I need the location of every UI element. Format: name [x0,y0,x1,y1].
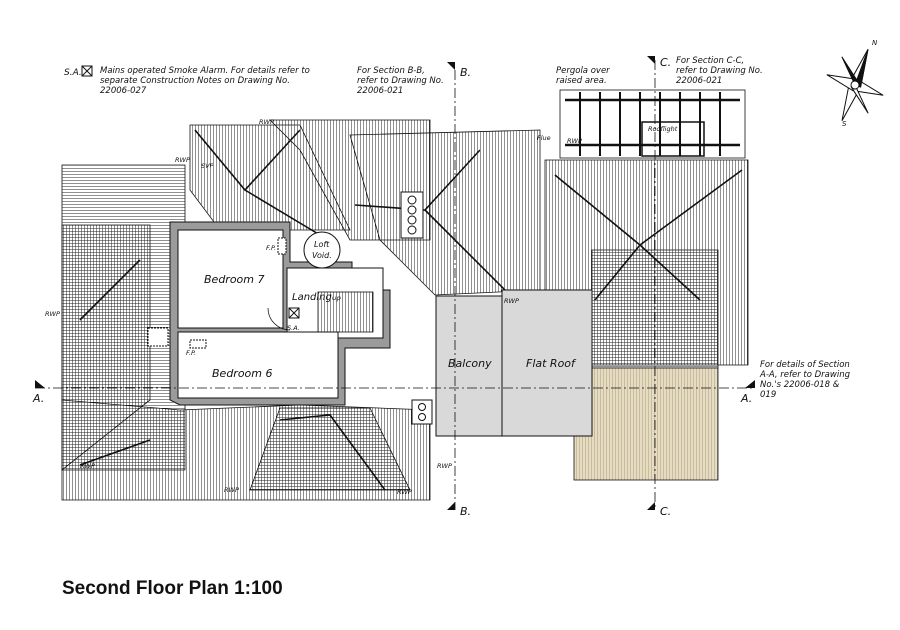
note-section-cc: For Section C-C, refer to Drawing No. 22… [676,56,763,86]
label-flat-roof: Flat Roof [526,357,577,370]
compass-n: N [872,39,878,47]
stairs [317,291,374,333]
tag-rwp-5: RWP [567,137,582,145]
section-c-top: C. [660,56,671,69]
note-pergola: Pergola over raised area. [556,66,610,86]
roof-centre [349,129,541,296]
section-markers [35,56,755,510]
label-landing: Landing [292,292,332,303]
legend-sa-prefix: S.A. [64,68,82,78]
label-bedroom-6: Bedroom 6 [212,367,273,380]
note-section-bb: For Section B-B, refer to Drawing No. 22… [357,66,444,96]
rooflight-frame [641,121,705,157]
drawing-title: Second Floor Plan 1:100 [62,578,283,599]
tag-rwp-8: RWP [397,488,412,496]
tag-flue: Flue [537,134,551,142]
compass-s: S [842,120,847,128]
label-fp-b7: F.P. [266,244,276,252]
loft-void [303,231,341,269]
label-bedroom-7: Bedroom 7 [204,273,265,286]
label-loft: Loft [314,240,330,249]
section-b-bottom: B. [460,505,471,518]
section-a-left: A. [32,392,44,405]
door-swing [267,307,291,331]
fireplace-b6 [189,339,207,349]
chimneys [147,191,433,425]
label-void: Void. [312,251,332,260]
tag-svp: SVP [201,162,214,170]
raised-area-hatch [574,368,718,480]
section-c-bottom: C. [660,505,671,518]
tag-rwp-2: RWP [175,156,190,164]
note-smoke-alarm: Mains operated Smoke Alarm. For details … [100,66,310,96]
label-up: Up [332,294,341,302]
section-lines [35,60,755,510]
balcony-area [435,295,503,437]
tag-rwp-9: RWP [437,462,452,470]
section-b-top: B. [460,66,471,79]
flat-roof-area [501,289,593,437]
label-sa-landing: S.A. [287,324,300,332]
label-balcony: Balcony [448,357,492,370]
tag-rwp-1: RWP [259,118,274,126]
label-fp-b6: F.P. [186,349,196,357]
label-rooflight: Rooflight [648,125,678,133]
note-section-aa: For details of Section A-A, refer to Dra… [760,360,850,400]
fireplace-b7 [277,237,287,255]
roof-ridges [79,129,743,491]
tag-rwp-6: RWP [80,462,95,470]
tag-rwp-7: RWP [224,486,239,494]
tag-rwp-4: RWP [504,297,519,305]
tag-rwp-3: RWP [45,310,60,318]
rooms [169,221,391,406]
section-a-right: A. [740,392,752,405]
bedroom-7-floor [177,229,284,329]
pergola [559,89,746,159]
north-arrow [826,49,884,121]
roof-slopes [61,119,749,501]
